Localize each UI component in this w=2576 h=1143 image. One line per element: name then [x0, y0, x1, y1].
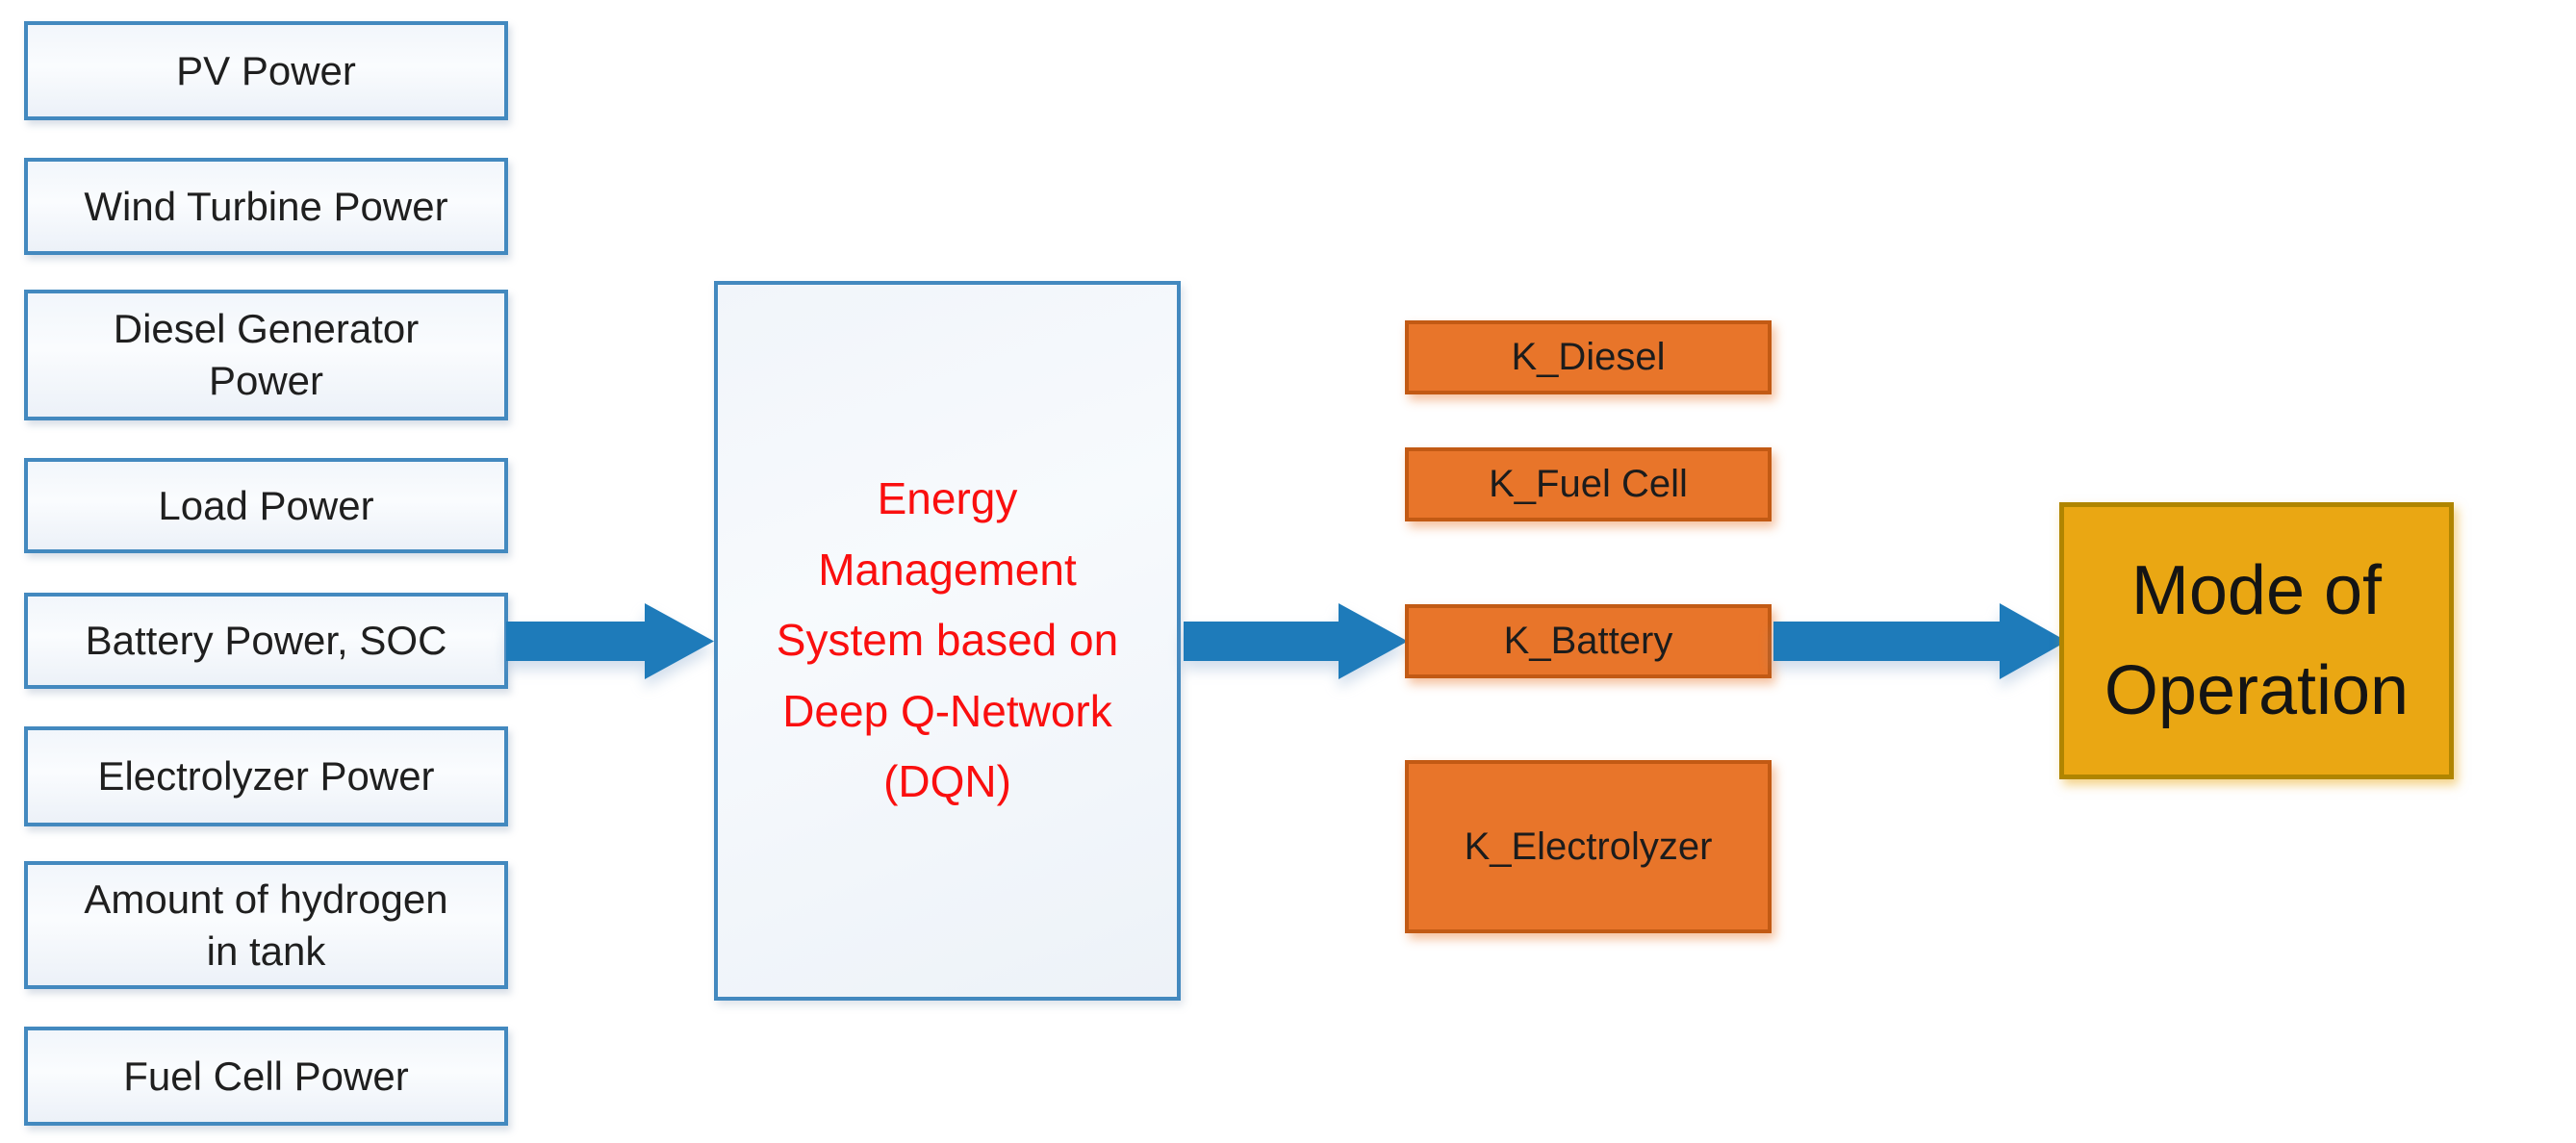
ems-dqn-box: Energy Management System based on Deep Q… — [714, 281, 1181, 1001]
output-box-k-fuel-cell: K_Fuel Cell — [1405, 447, 1772, 521]
input-label: Diesel Generator Power — [113, 306, 420, 403]
ems-line: Energy — [877, 473, 1018, 524]
input-label: Fuel Cell Power — [123, 1053, 409, 1099]
input-box-electrolyzer-power: Electrolyzer Power — [24, 726, 508, 826]
input-box-fuel-cell-power: Fuel Cell Power — [24, 1027, 508, 1126]
input-box-battery-power-soc: Battery Power, SOC — [24, 593, 508, 689]
right-arrow-icon — [506, 603, 714, 679]
ems-line: (DQN) — [883, 756, 1011, 807]
input-box-wind-turbine-power: Wind Turbine Power — [24, 158, 508, 255]
arrow-inputs-to-ems — [506, 603, 714, 679]
output-label: K_Fuel Cell — [1489, 463, 1688, 505]
ems-line: System based on — [776, 615, 1119, 666]
input-label: Battery Power, SOC — [85, 618, 447, 664]
input-label: PV Power — [176, 47, 356, 93]
input-box-pv-power: PV Power — [24, 21, 508, 120]
input-box-hydrogen-in-tank: Amount of hydrogen in tank — [24, 861, 508, 989]
mode-line: Mode of — [2130, 551, 2383, 629]
input-box-load-power: Load Power — [24, 458, 508, 553]
right-arrow-icon — [1773, 603, 2067, 679]
mode-of-operation-label: Mode of Operation — [2104, 541, 2409, 742]
output-label: K_Battery — [1503, 620, 1673, 662]
output-box-k-battery: K_Battery — [1405, 604, 1772, 678]
output-label: K_Diesel — [1511, 336, 1666, 378]
mode-of-operation-box: Mode of Operation — [2059, 502, 2454, 779]
input-label: Load Power — [158, 482, 374, 528]
ems-line: Management — [818, 544, 1077, 595]
ems-line: Deep Q-Network — [782, 685, 1112, 736]
arrow-ems-to-outputs — [1184, 603, 1408, 679]
ems-dqn-label: Energy Management System based on Deep Q… — [777, 464, 1118, 818]
input-label: Electrolyzer Power — [97, 753, 435, 800]
input-label: Wind Turbine Power — [84, 183, 448, 229]
input-label: Amount of hydrogen in tank — [84, 876, 448, 974]
output-box-k-diesel: K_Diesel — [1405, 320, 1772, 394]
arrow-outputs-to-mode — [1773, 603, 2067, 679]
right-arrow-icon — [1184, 603, 1408, 679]
input-box-diesel-generator-power: Diesel Generator Power — [24, 290, 508, 420]
output-label: K_Electrolyzer — [1464, 825, 1713, 868]
mode-line: Operation — [2104, 652, 2410, 729]
output-box-k-electrolyzer: K_Electrolyzer — [1405, 760, 1772, 933]
